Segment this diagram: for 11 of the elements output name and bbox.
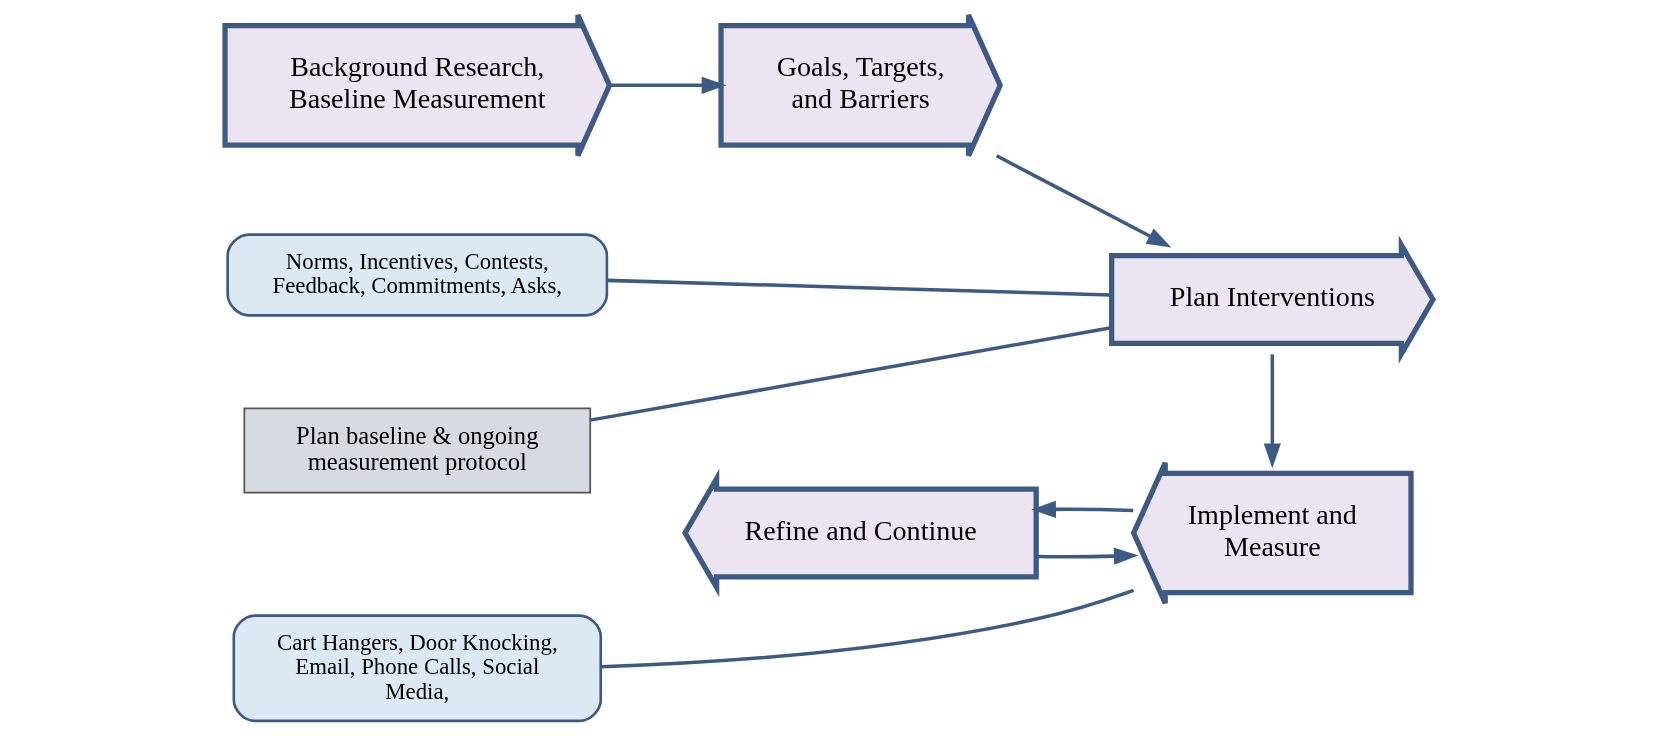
node-box: Norms, Incentives, Contests, Feedback, Commitments, Asks, (226, 233, 609, 317)
node-box: Plan baseline & ongoing measurement protocol (243, 407, 592, 494)
arrow (1036, 547, 1139, 565)
connector (606, 278, 1112, 297)
connector (601, 588, 1135, 669)
arrow (995, 154, 1172, 248)
arrow (610, 76, 727, 94)
arrow (1031, 500, 1134, 518)
arrow (1263, 354, 1281, 469)
connector (590, 326, 1112, 422)
node-box: Cart Hangers, Door Knocking, Email, Phone Calls, Social Media, (232, 614, 603, 723)
